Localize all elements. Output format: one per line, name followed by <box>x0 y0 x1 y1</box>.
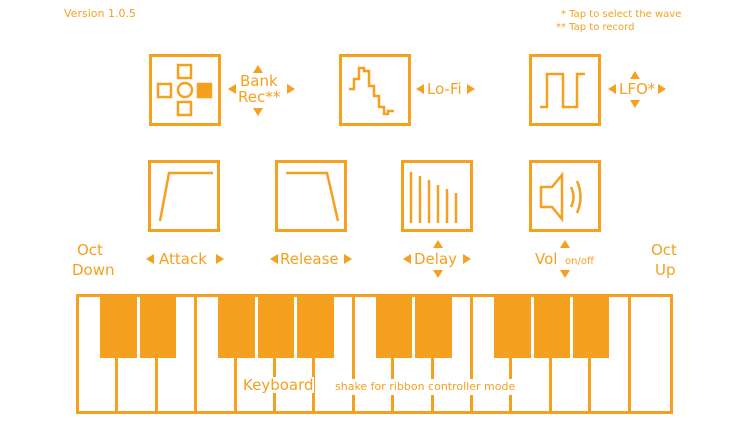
version-label: Version 1.0.5 <box>64 7 136 20</box>
attack-button[interactable] <box>148 160 220 232</box>
attack-envelope-icon <box>158 171 213 222</box>
bank-pad-button[interactable] <box>149 54 221 126</box>
black-key[interactable] <box>494 297 531 358</box>
volume-down-arrow[interactable] <box>560 270 570 278</box>
lofi-label: Lo-Fi <box>427 80 462 98</box>
black-key[interactable] <box>257 297 295 358</box>
delay-down-arrow[interactable] <box>433 270 443 278</box>
lofi-wave-button[interactable] <box>339 54 411 126</box>
lfo-up-arrow[interactable] <box>630 71 640 79</box>
note-select-wave: * Tap to select the wave <box>561 9 682 20</box>
black-key[interactable] <box>533 297 570 358</box>
volume-up-arrow[interactable] <box>560 240 570 248</box>
release-envelope-icon <box>286 171 340 222</box>
volume-button[interactable] <box>529 160 601 232</box>
lfo-down-arrow[interactable] <box>630 100 640 108</box>
delay-up-arrow[interactable] <box>433 240 443 248</box>
black-key[interactable] <box>376 297 413 358</box>
delay-left-arrow[interactable] <box>403 254 411 264</box>
lofi-left-arrow[interactable] <box>416 84 424 94</box>
lofi-right-arrow[interactable] <box>467 84 475 94</box>
release-right-arrow[interactable] <box>344 254 352 264</box>
lfo-label: LFO* <box>619 80 656 98</box>
bank-left-arrow[interactable] <box>228 84 236 94</box>
dpad-icon <box>156 63 213 117</box>
black-key[interactable] <box>139 297 176 358</box>
oct-down-label-2: Down <box>72 261 115 279</box>
white-key[interactable] <box>158 297 198 411</box>
white-key[interactable] <box>315 297 355 411</box>
white-key[interactable] <box>591 297 631 411</box>
ribbon-hint: shake for ribbon controller mode <box>335 379 516 395</box>
lfo-left-arrow[interactable] <box>608 84 616 94</box>
note-record: ** Tap to record <box>556 22 635 33</box>
piano-keyboard[interactable] <box>76 294 673 414</box>
delay-decay-icon <box>409 172 458 223</box>
black-key[interactable] <box>415 297 452 358</box>
black-key[interactable] <box>218 297 255 358</box>
release-left-arrow[interactable] <box>270 254 278 264</box>
black-key[interactable] <box>297 297 334 358</box>
oct-up-label-2: Up <box>655 261 676 279</box>
oct-down-label-1: Oct <box>77 241 103 259</box>
black-key[interactable] <box>573 297 610 358</box>
bank-label: Bank <box>240 72 278 90</box>
volume-toggle[interactable]: on/off <box>565 256 594 267</box>
attack-left-arrow[interactable] <box>146 254 154 264</box>
lfo-right-arrow[interactable] <box>658 84 666 94</box>
white-key[interactable] <box>631 297 670 411</box>
bank-right-arrow[interactable] <box>287 84 295 94</box>
delay-right-arrow[interactable] <box>463 254 471 264</box>
square-wave-icon <box>540 72 585 109</box>
release-button[interactable] <box>275 160 347 232</box>
attack-right-arrow[interactable] <box>216 254 224 264</box>
stepped-wave-icon <box>349 66 394 116</box>
oct-up-label-1: Oct <box>651 241 677 259</box>
volume-label: Vol <box>535 250 558 268</box>
delay-label: Delay <box>414 250 458 268</box>
white-key[interactable] <box>434 297 473 411</box>
release-label: Release <box>280 250 339 268</box>
lfo-wave-button[interactable] <box>529 54 601 126</box>
delay-button[interactable] <box>401 160 473 232</box>
bank-up-arrow[interactable] <box>253 65 263 73</box>
rec-label: Rec** <box>238 88 281 106</box>
black-key[interactable] <box>100 297 137 358</box>
keyboard-label: Keyboard <box>243 376 314 394</box>
bank-down-arrow[interactable] <box>253 108 263 116</box>
speaker-icon <box>539 171 582 223</box>
attack-label: Attack <box>159 250 207 268</box>
